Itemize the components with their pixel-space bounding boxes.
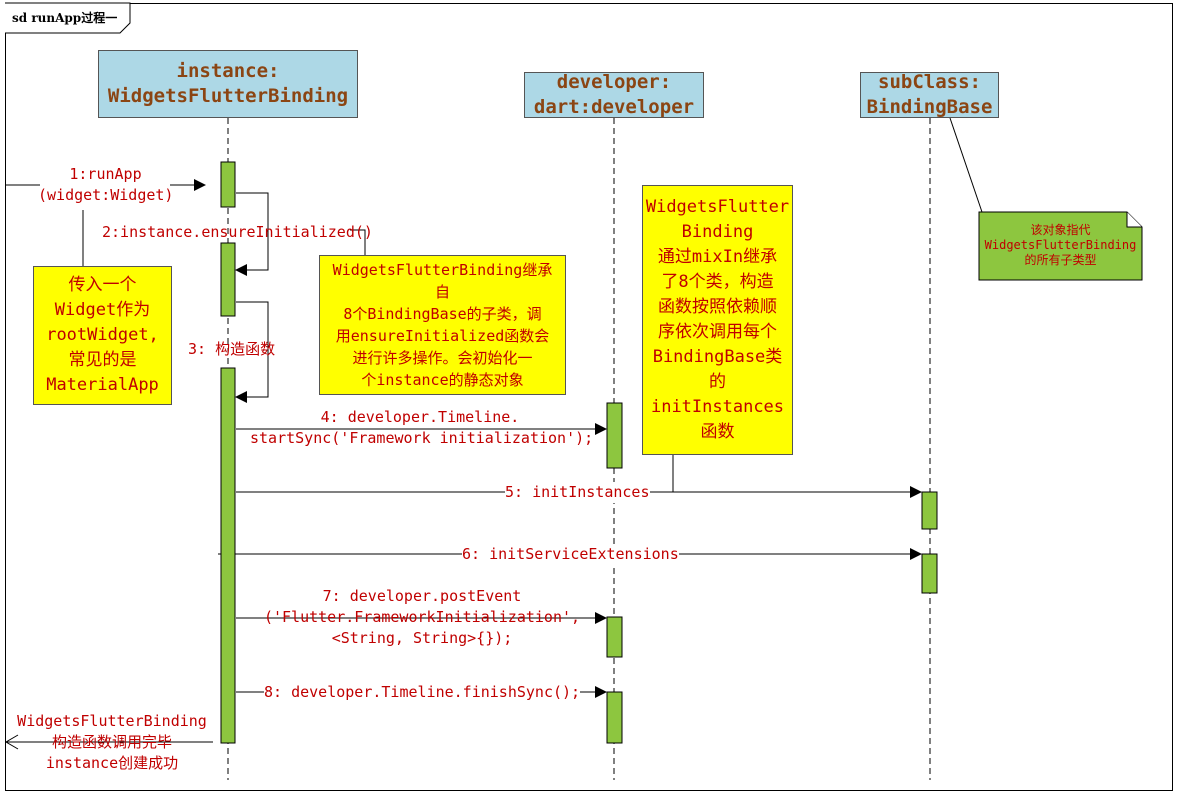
lifeline-developer-type: dart:developer — [533, 96, 695, 118]
note-widget: 传入一个 Widget作为 rootWidget, 常见的是 MaterialA… — [33, 266, 172, 405]
note-connector-ensure — [350, 229, 366, 255]
message-5-label: 5: initInstances — [505, 482, 650, 503]
message-3-label: 3: 构造函数 — [188, 340, 276, 358]
lifeline-subclass-header: subClass: BindingBase — [860, 71, 999, 118]
message-2-arrow — [235, 192, 269, 276]
lifeline-widgets-type: WidgetsFlutterBinding — [107, 85, 349, 107]
note-ensure-initialized: WidgetsFlutterBinding继承 自 8个BindingBase的… — [319, 255, 566, 395]
frame-title: sd runApp过程一 — [12, 11, 118, 25]
note-subclass-shape — [978, 211, 1143, 281]
message-3-arrow — [235, 301, 269, 403]
lifeline-subclass-name: subClass: — [878, 71, 981, 93]
message-8-label: 8: developer.Timeline.finishSync(); — [264, 682, 581, 703]
note-subclass-text: 该对象指代 WidgetsFlutterBinding 的所有子类型 — [984, 223, 1137, 267]
note-subclass-fold — [1126, 212, 1142, 228]
activation-developer-2 — [606, 616, 623, 658]
message-7-label: 7: developer.postEvent ('Flutter.Framewo… — [263, 587, 581, 647]
note-connector-subclass — [949, 117, 983, 213]
lifeline-subclass-type: BindingBase — [866, 96, 993, 118]
activation-widgets-1 — [220, 161, 236, 208]
activation-developer-3 — [606, 691, 623, 744]
return-message-label: WidgetsFlutterBinding 构造函数调用完毕 instance创… — [17, 712, 207, 772]
note-mixin: WidgetsFlutter Binding 通过mixIn继承 了8个类，构造… — [642, 185, 793, 455]
message-4-label: 4: developer.Timeline. startSync('Framew… — [250, 408, 594, 447]
message-1-label: 1:runApp (widget:Widget) — [38, 165, 174, 204]
lifeline-widgets-header: instance: WidgetsFlutterBinding — [98, 50, 358, 118]
lifeline-widgets-name: instance: — [176, 60, 280, 82]
activation-subclass-1 — [921, 491, 938, 530]
activation-developer-1 — [606, 402, 623, 469]
return-arrowhead — [5, 734, 19, 750]
frame-title-tab — [5, 2, 131, 34]
message-6-label: 6: initServiceExtensions — [462, 544, 679, 565]
activation-widgets-3 — [220, 367, 236, 744]
sequence-frame — [5, 3, 1173, 791]
activation-subclass-2 — [921, 553, 938, 594]
message-2-label: 2:instance.ensureInitialized() — [102, 223, 373, 241]
lifeline-developer-name: developer: — [556, 71, 672, 93]
lifeline-developer-header: developer: dart:developer — [524, 71, 704, 118]
activation-widgets-2 — [220, 242, 236, 317]
